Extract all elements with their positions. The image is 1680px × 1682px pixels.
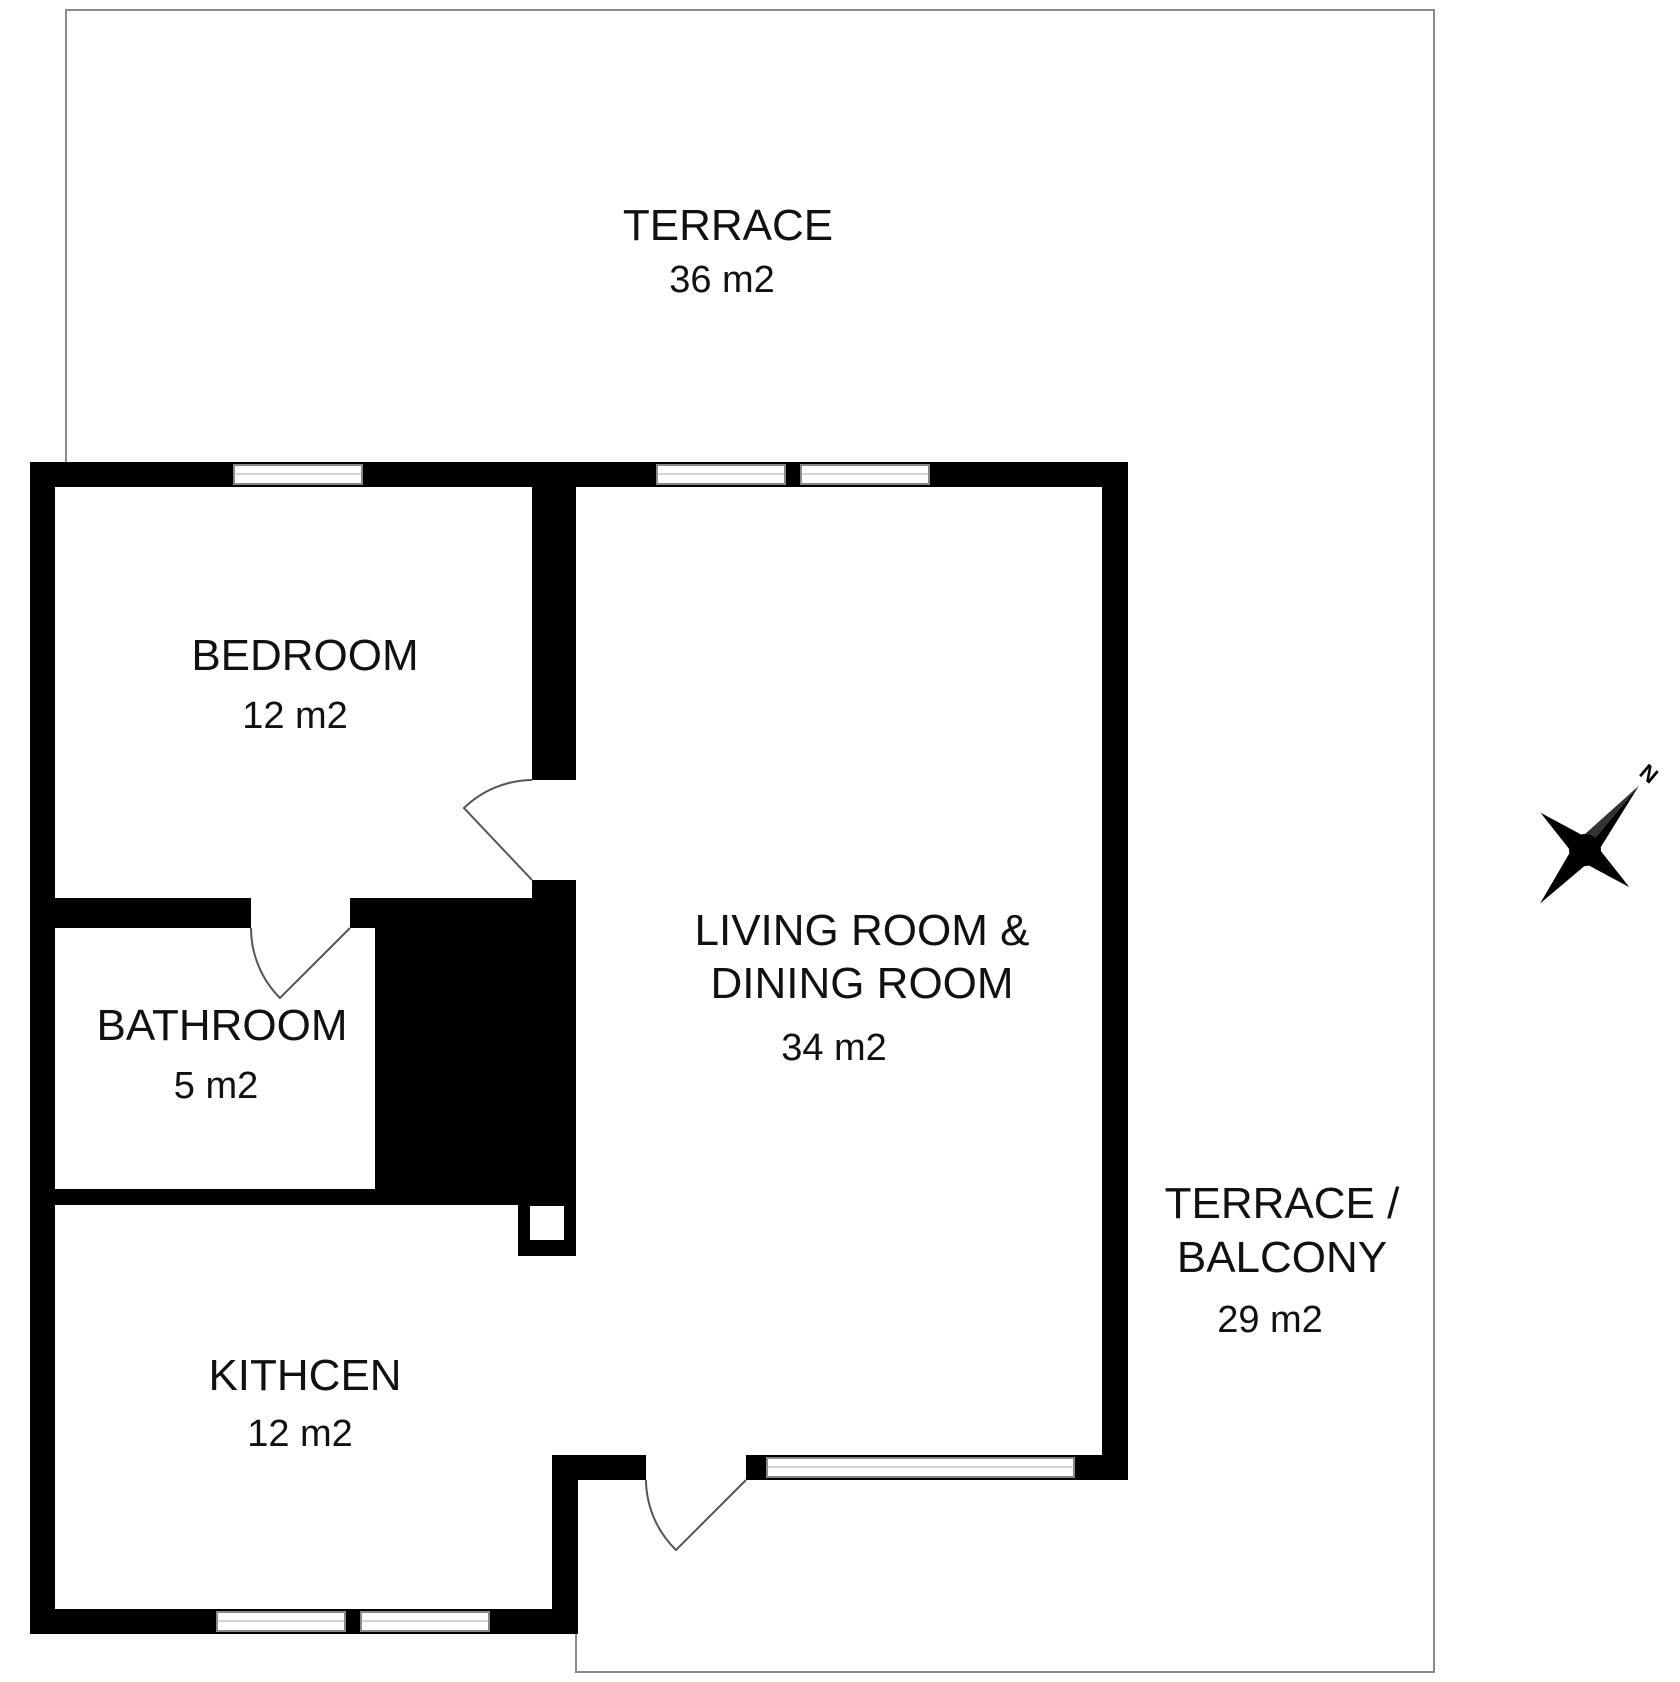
- opening-bathroom-door: [251, 896, 350, 930]
- door-swings: [250, 779, 747, 1552]
- wall-kitchen-notch: [552, 1455, 578, 1634]
- wall-right: [1102, 462, 1128, 1480]
- terrace-top-area: 36 m2: [669, 259, 775, 301]
- living-name-line1: LIVING ROOM &: [695, 906, 1030, 955]
- compass-needle-north-shade: [1575, 785, 1639, 850]
- compass-needle-north: [1585, 785, 1639, 858]
- living-area: 34 m2: [781, 1027, 887, 1069]
- wall-bedroom-bathroom-left: [55, 898, 251, 928]
- wall-interior-upper: [532, 487, 576, 780]
- duct-box-inner: [530, 1206, 564, 1240]
- terrace-outline: [65, 9, 1435, 1673]
- door-openings: [251, 780, 746, 1482]
- compass-center: [1569, 834, 1601, 866]
- wall-bathroom-right: [375, 928, 380, 1194]
- bedroom-name: BEDROOM: [191, 631, 418, 680]
- terrace-balcony-area: 29 m2: [1217, 1299, 1323, 1341]
- terrace-balcony-name-line2: BALCONY: [1177, 1233, 1387, 1282]
- kitchen-name: KITHCEN: [208, 1351, 401, 1400]
- living-name-line2: DINING ROOM: [710, 959, 1013, 1008]
- bedroom-door-swing: [462, 779, 533, 881]
- bathroom-door-swing: [250, 927, 351, 1000]
- opening-bedroom-door: [530, 780, 578, 880]
- bedroom-area: 12 m2: [242, 695, 348, 737]
- wall-left: [30, 462, 55, 1634]
- bathroom-area: 5 m2: [174, 1065, 258, 1107]
- kitchen-area: 12 m2: [247, 1413, 353, 1455]
- balcony-door-swing: [645, 1479, 747, 1552]
- terrace-top-name: TERRACE: [623, 201, 833, 250]
- window-centerlines: [217, 473, 1074, 1622]
- wall-top: [30, 462, 1128, 487]
- wall-bathroom-kitchen: [55, 1189, 576, 1205]
- terrace-balcony-name-line1: TERRACE /: [1165, 1179, 1400, 1228]
- opening-balcony-door: [646, 1453, 746, 1482]
- bathroom-name: BATHROOM: [97, 1001, 348, 1050]
- shaft-block: [378, 898, 576, 1194]
